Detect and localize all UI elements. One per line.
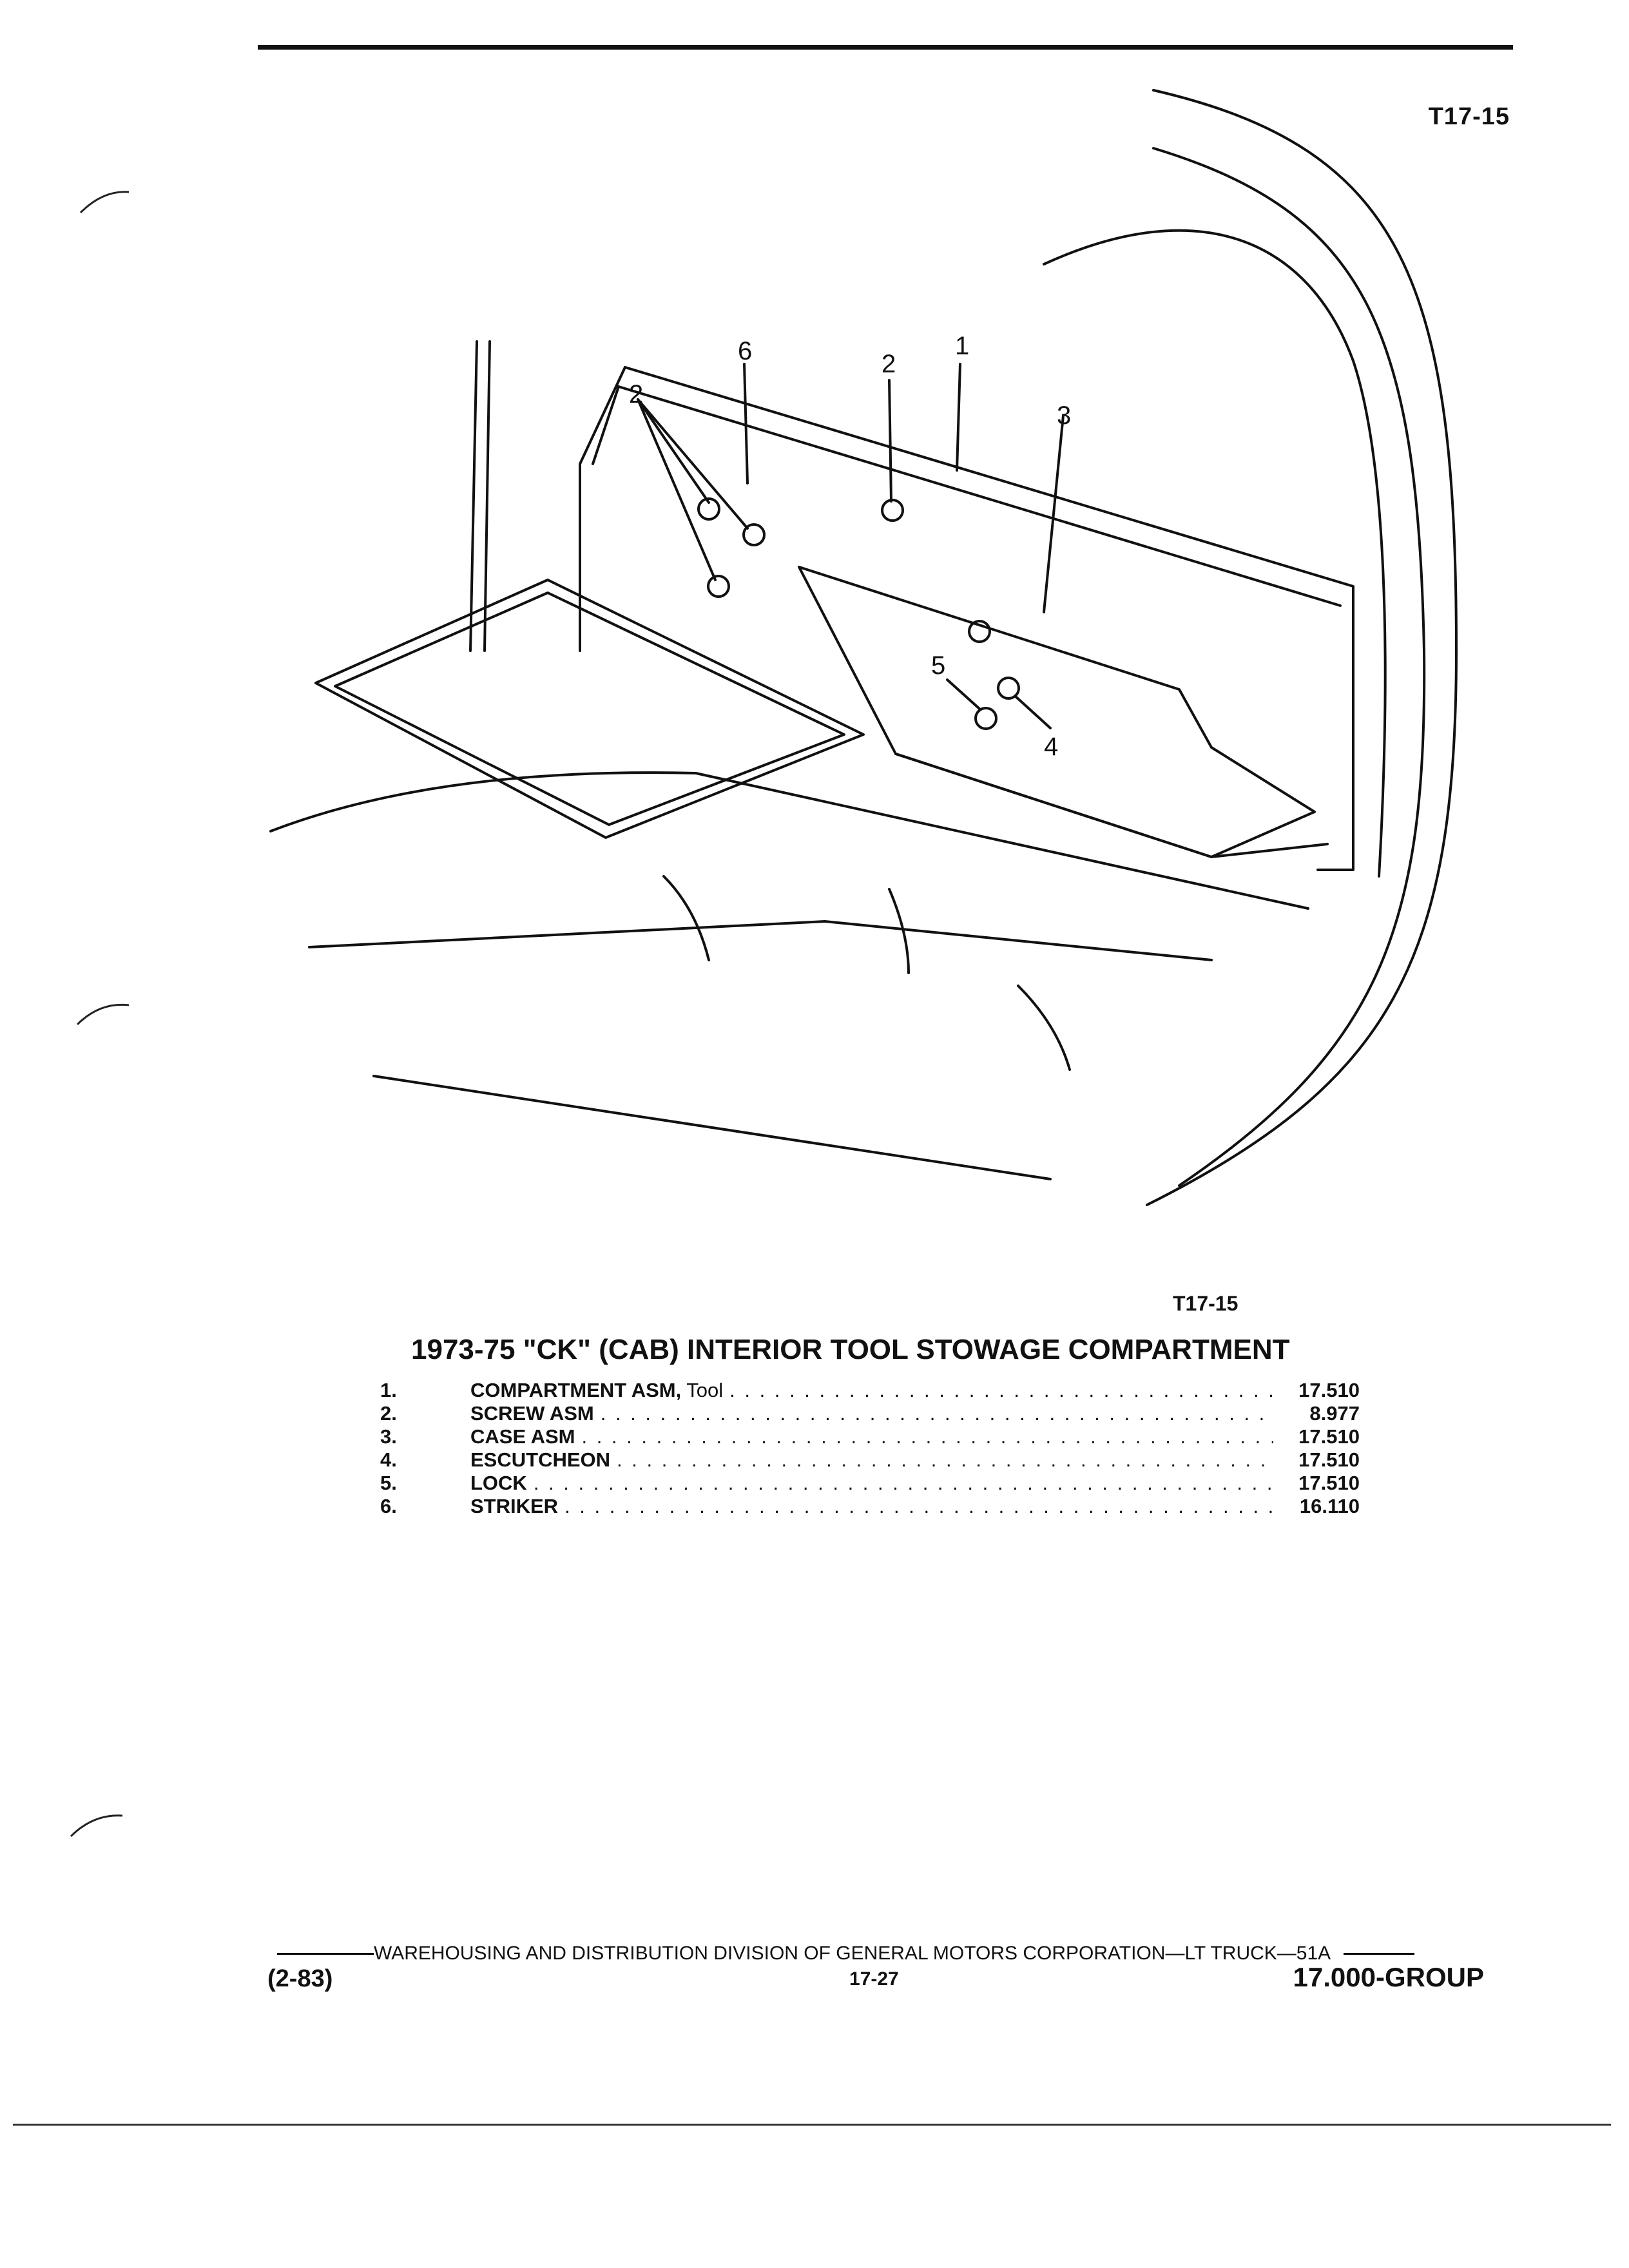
lock-cylinder	[974, 707, 998, 730]
floor-line-3	[372, 1075, 1052, 1180]
floor-line-2	[308, 920, 1213, 961]
leader-6	[743, 363, 749, 485]
dot-leader: . . . . . . . . . . . . . . . . . . . . …	[533, 1472, 1273, 1494]
screw-head-1	[697, 497, 720, 521]
footer-dash-right	[1344, 1952, 1415, 1955]
footer-date: (2-83)	[267, 1965, 333, 1992]
compartment-left-wall	[579, 366, 626, 652]
cab-outline-inner	[1152, 147, 1426, 1187]
top-rule	[258, 45, 1513, 50]
open-lid	[314, 579, 865, 839]
leader-3	[1043, 414, 1065, 613]
callout-6: 6	[738, 337, 752, 365]
cab-left-post	[469, 340, 491, 652]
parts-list-row: 4. ESCUTCHEON . . . . . . . . . . . . . …	[380, 1448, 1360, 1472]
parts-list: 1. COMPARTMENT ASM, Tool . . . . . . . .…	[380, 1379, 1360, 1518]
part-name-sub: Tool	[681, 1379, 724, 1401]
bottom-rule	[13, 2124, 1611, 2126]
part-group-number: 17.510	[1298, 1425, 1360, 1448]
leader-5	[946, 678, 981, 710]
leader-2-left-b	[637, 398, 749, 530]
callout-5: 5	[931, 651, 945, 680]
screw-head-3	[707, 575, 730, 598]
footer-dash-left	[277, 1952, 374, 1955]
parts-list-row: 5. LOCK . . . . . . . . . . . . . . . . …	[380, 1472, 1360, 1495]
part-group-number: 8.977	[1309, 1402, 1360, 1425]
page-title: 1973-75 "CK" (CAB) INTERIOR TOOL STOWAGE…	[411, 1334, 1290, 1365]
callout-3: 3	[1057, 401, 1071, 430]
compartment-top-rim	[617, 385, 1342, 607]
footer-page-number: 17-27	[849, 1968, 899, 1990]
parts-list-row: 6. STRIKER . . . . . . . . . . . . . . .…	[380, 1495, 1360, 1518]
leader-1	[956, 363, 961, 472]
part-number: 5.	[380, 1472, 397, 1494]
cab-outline-outer	[1146, 89, 1458, 1206]
part-name: LOCK	[470, 1472, 527, 1494]
dot-leader: . . . . . . . . . . . . . . . . . . . . …	[729, 1379, 1273, 1401]
callout-2-left: 2	[629, 380, 643, 408]
screw-head-4	[881, 499, 904, 522]
part-number: 1.	[380, 1379, 397, 1401]
parts-list-row: 3. CASE ASM . . . . . . . . . . . . . . …	[380, 1425, 1360, 1448]
cab-pillar	[1043, 229, 1387, 878]
compartment-illustration: 6 2 1 2 3 5 4	[269, 89, 1458, 1206]
part-number: 4.	[380, 1448, 397, 1471]
callout-2-right: 2	[882, 350, 896, 378]
part-name: SCREW ASM	[470, 1402, 594, 1425]
dot-leader: . . . . . . . . . . . . . . . . . . . . …	[600, 1402, 1273, 1425]
part-name-main: COMPARTMENT ASM,	[470, 1379, 682, 1401]
footer-publisher-line: WAREHOUSING AND DISTRIBUTION DIVISION OF…	[277, 1943, 1489, 1965]
binder-mark-middle	[76, 1003, 130, 1026]
leader-2-left-c	[637, 398, 717, 581]
dot-leader: . . . . . . . . . . . . . . . . . . . . …	[617, 1448, 1273, 1471]
floor-line-1	[269, 771, 1309, 910]
floor-line-6	[1017, 985, 1071, 1071]
part-number: 6.	[380, 1495, 397, 1517]
dot-leader: . . . . . . . . . . . . . . . . . . . . …	[564, 1495, 1273, 1517]
lock-body	[968, 620, 991, 643]
screw-head-2	[742, 523, 766, 546]
part-group-number: 17.510	[1298, 1448, 1360, 1471]
floor-line-4	[662, 875, 710, 961]
parts-list-row: 2. SCREW ASM . . . . . . . . . . . . . .…	[380, 1402, 1360, 1425]
leader-2-left-a	[637, 398, 710, 504]
part-name: CASE ASM	[470, 1425, 575, 1448]
leader-4	[1014, 695, 1052, 729]
compartment-back-panel	[624, 366, 1354, 871]
case-panel-edge	[894, 753, 1329, 858]
page-code: T17-15	[1428, 103, 1510, 130]
figure-code: T17-15	[1173, 1292, 1239, 1315]
part-name: STRIKER	[470, 1495, 559, 1517]
floor-line-5	[888, 888, 910, 974]
part-number: 3.	[380, 1425, 397, 1448]
parts-list-row: 1. COMPARTMENT ASM, Tool . . . . . . . .…	[380, 1379, 1360, 1402]
binder-mark-top	[79, 191, 130, 214]
escutcheon-ring	[997, 677, 1020, 700]
footer-group: 17.000-GROUP	[1293, 1962, 1484, 1992]
part-name: ESCUTCHEON	[470, 1448, 611, 1471]
part-name: COMPARTMENT ASM, Tool	[470, 1379, 723, 1402]
leader-2-right	[888, 379, 892, 503]
part-number: 2.	[380, 1402, 397, 1425]
dot-leader: . . . . . . . . . . . . . . . . . . . . …	[581, 1425, 1273, 1448]
binder-mark-bottom	[70, 1814, 123, 1838]
footer-publisher-text: WAREHOUSING AND DISTRIBUTION DIVISION OF…	[374, 1943, 1331, 1964]
binder-marks	[70, 191, 130, 1838]
callout-4: 4	[1044, 733, 1058, 761]
part-group-number: 17.510	[1298, 1379, 1360, 1401]
part-group-number: 16.110	[1299, 1495, 1360, 1517]
callout-1: 1	[955, 332, 969, 360]
part-group-number: 17.510	[1298, 1472, 1360, 1494]
